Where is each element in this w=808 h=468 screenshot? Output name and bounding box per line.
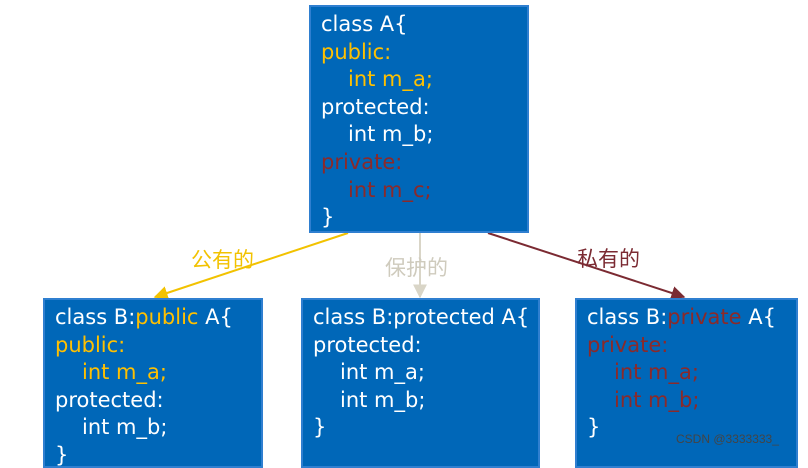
edge-label-private: 私有的 [577,247,640,271]
edge-label-public: 公有的 [191,248,254,272]
code-line: public: [321,39,392,64]
class-a-box: class A{ public: int m_a;protected: int m_b… [309,5,529,233]
class-header: class B:private A{ [587,304,786,332]
code-line: protected: [321,94,430,119]
edge-public [153,232,349,300]
code-line: int m_a; [82,360,167,385]
code-line: int m_b; [348,122,434,147]
class-header-prefix: class B: [55,305,136,329]
class-header-access: private [667,305,742,329]
class-header-prefix: class B: [587,305,668,329]
code-line: int m_b; [614,387,700,412]
inheritance-arrows [153,232,686,300]
code-line: protected: [55,387,164,412]
class-header-prefix: class B: [313,305,394,329]
edge-private [487,232,686,300]
code-line: class A{ [321,12,408,36]
code-line: int m_b; [340,387,426,412]
code-line: private: [587,332,669,357]
code-line: int m_a; [614,360,699,385]
code-line: int m_c; [348,177,432,202]
code-line: } [321,205,335,230]
class-b-private-box: class B:private A{private:int m_a;int m_… [575,298,798,468]
class-b-protected-box: class B:protected A{protected:int m_a;in… [301,298,540,468]
code-line: } [313,415,327,440]
class-header-access: public [135,305,199,329]
class-header-suffix: A{ [494,305,530,329]
class-header-access: protected [393,305,495,329]
class-header-suffix: A{ [198,305,233,329]
code-line: } [55,442,69,467]
edge-label-protected: 保护的 [385,256,448,280]
code-line: int m_a; [348,67,433,92]
code-line: } [587,415,601,440]
class-header: class B:public A{ [55,304,251,332]
class-header: class B:protected A{ [313,304,530,332]
class-header-suffix: A{ [741,305,776,329]
code-line: protected: [313,332,422,357]
code-line: int m_b; [82,415,168,440]
watermark: CSDN @3333333_ [676,432,779,446]
code-line: private: [321,149,403,174]
code-line: public: [55,332,126,357]
code-line: int m_a; [340,360,425,385]
class-b-public-box: class B:public A{public:int m_a;protecte… [43,298,263,468]
